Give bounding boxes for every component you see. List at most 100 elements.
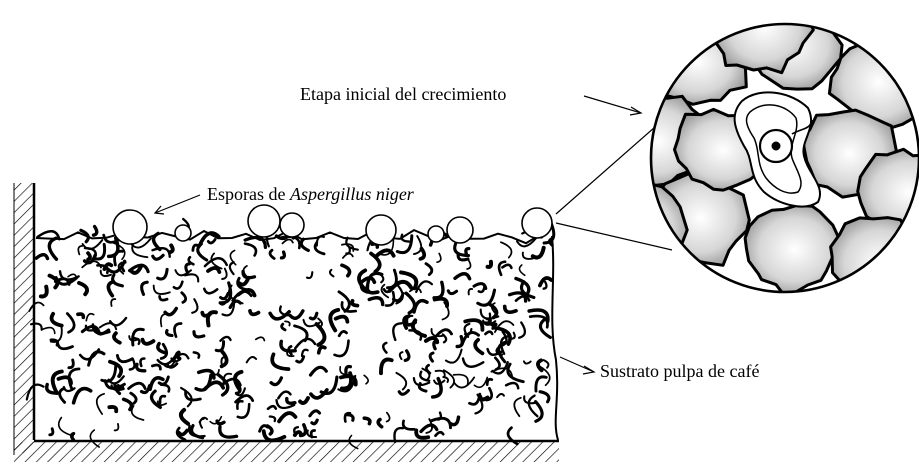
substrate-fiber [117,355,132,361]
substrate-fiber [300,398,308,403]
arrow-substrate [560,357,594,374]
substrate-fiber [530,316,547,327]
substrate-fiber [290,311,303,318]
substrate-fiber [216,342,223,351]
substrate-fiber [202,313,210,316]
substrate-fiber [264,431,285,440]
substrate-fiber [217,421,224,424]
substrate-fiber [295,326,308,341]
substrate-fiber [74,389,91,403]
substrate-fiber [167,331,172,336]
substrate-fiber [421,425,437,431]
substrate-fiber [403,421,414,429]
coffee-pulp-substrate [27,219,558,449]
substrate-fiber [383,343,386,353]
substrate-fiber [405,351,409,361]
substrate-fiber [448,291,456,294]
substrate-fiber [287,399,295,404]
substrate-fiber [335,341,349,356]
substrate-fiber [154,286,170,294]
substrate-fiber [114,333,120,343]
substrate-fiber [78,314,83,317]
substrate-fiber [394,428,403,442]
substrate-fiber [345,413,350,421]
substrate-fiber [79,283,87,294]
substrate-fiber [485,332,492,334]
substrate-fiber [502,265,511,268]
arrow-initial-stage [584,96,641,115]
substrate-fiber [220,337,230,341]
substrate-fiber [430,353,433,361]
substrate-fiber [436,432,444,435]
substrate-fiber [270,417,275,422]
substrate-fiber [67,314,74,333]
substrate-fiber [153,255,163,259]
substrate-fiber [111,299,115,306]
substrate-fiber [487,379,492,384]
substrate-fiber [278,392,290,399]
magnified-view [585,0,919,307]
substrate-fiber [230,301,240,307]
spore [248,205,280,237]
substrate-fiber [475,340,482,354]
substrate-fiber [315,243,324,254]
spore [522,208,552,238]
substrate-fiber [113,275,123,286]
substrate-fiber [364,418,370,423]
substrate-fiber [426,338,437,342]
substrate-fiber [272,354,288,369]
substrate-fiber [524,361,531,363]
substrate-fiber [312,420,317,424]
substrate-fiber [200,418,208,423]
substrate-fiber [208,268,219,272]
substrate-fiber [78,246,82,255]
substrate-fiber [536,402,543,422]
substrate-fiber [378,420,382,427]
substrate-fiber [529,396,538,417]
substrate-cell [831,218,919,308]
substrate-fiber [194,352,199,357]
substrate-fiber [158,269,167,279]
substrate-fiber [220,427,237,437]
substrate-fiber [281,341,295,351]
substrate-fiber [544,282,547,289]
substrate-fiber [416,281,432,292]
substrate-fiber [519,265,524,275]
substrate-fiber [283,239,293,243]
substrate-fiber [185,274,198,281]
spore [175,225,191,241]
substrate-fiber [339,331,346,335]
spore [366,215,396,245]
substrate-fiber [480,397,487,400]
substrate-fiber [237,401,242,408]
substrate-fiber [505,307,516,313]
substrate-fiber [435,299,447,306]
substrate-fiber [454,375,468,385]
substrate-fiber [297,357,304,363]
substrate-fiber [165,309,176,315]
substrate-fiber [52,314,62,326]
substrate-fiber [451,417,459,424]
substrate-fiber [466,249,469,255]
substrate-fiber [247,357,256,362]
substrate-fiber [506,383,518,388]
substrate-fiber [230,262,234,274]
substrate-fiber [129,383,146,388]
substrate-fiber [279,413,295,421]
substrate-fiber [282,324,285,330]
substrate-fiber [467,260,470,269]
substrate-fiber [319,347,325,353]
substrate-fiber [321,377,337,393]
substrate-fiber [86,314,93,321]
substrate-fiber [174,282,183,289]
substrate-fiber [413,320,425,336]
substrate-fiber [446,350,462,363]
substrate-fiber [514,398,521,416]
substrate-fiber [519,322,525,337]
substrate-fiber [474,378,487,388]
substrate-fiber [88,253,90,259]
substrate-fiber [470,394,480,404]
substrate-fiber [434,282,443,298]
substrate-fiber [174,324,181,337]
substrate-fiber [414,301,427,312]
